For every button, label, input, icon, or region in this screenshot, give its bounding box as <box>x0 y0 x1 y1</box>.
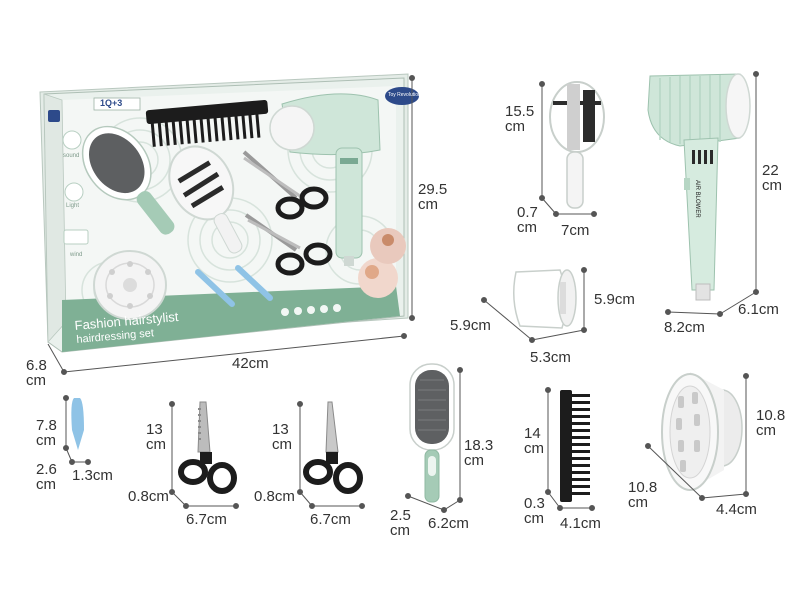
comb-height-label: 14 cm <box>524 425 544 457</box>
clip-dim-lines <box>63 395 91 465</box>
scissors1-dim-lines <box>169 401 239 509</box>
box-feature-wind: wind <box>70 252 83 258</box>
diffuser-dim-lines <box>645 373 749 501</box>
mirror-height-label: 15.5 cm <box>505 103 535 135</box>
comb-dim-lines <box>545 387 595 511</box>
clip-width-label: 2.6 cm <box>36 461 57 493</box>
nozzle-width-label: 5.9cm <box>450 317 491 334</box>
dryer-depth-label: 6.1cm <box>738 301 779 318</box>
brush-depth-label: 2.5 cm <box>390 507 411 539</box>
product-box <box>39 73 419 353</box>
clip-height-label: 7.8 cm <box>36 417 57 449</box>
box-feature-light: Light <box>66 203 80 209</box>
box-depth-label: 6.8 cm <box>26 357 47 389</box>
scissors2-height-label: 13 cm <box>272 421 292 453</box>
comb-width-label: 4.1cm <box>560 515 601 532</box>
scissors2-depth-label: 0.8cm <box>254 488 295 505</box>
box-scissors-1 <box>242 150 329 220</box>
box-width-label: 42cm <box>232 355 269 372</box>
mirror-width-label: 7cm <box>561 222 590 239</box>
box-clips <box>195 265 273 307</box>
box-brand-badge: Toy Revolution <box>388 92 421 98</box>
mirror-dim-lines <box>539 81 597 217</box>
scissors-2 <box>303 401 363 494</box>
nozzle-height-label: 5.9cm <box>594 291 635 308</box>
box-mirror <box>168 145 243 254</box>
box-dimension-lines <box>47 75 415 375</box>
brush-dim-lines <box>405 367 463 513</box>
box-diffuser <box>93 250 167 320</box>
dryer-print-text: AIR BLOWER <box>694 180 700 218</box>
hair-clip <box>71 398 84 450</box>
box-scissors-2 <box>244 213 333 276</box>
diffuser-height-label: 10.8 cm <box>756 407 786 439</box>
box-age-label: 1Q+3 <box>100 98 123 108</box>
mirror-depth-label: 0.7 cm <box>517 204 538 236</box>
brush-height-label: 18.3 cm <box>464 437 494 469</box>
diffuser-depth-label: 4.4cm <box>716 501 757 518</box>
box-brush <box>81 125 175 235</box>
box-feature-sound: sound <box>63 153 80 159</box>
scissors1-height-label: 13 cm <box>146 421 166 453</box>
scissors2-width-label: 6.7cm <box>310 511 351 528</box>
scissors1-width-label: 6.7cm <box>186 511 227 528</box>
comb <box>560 390 590 502</box>
diffuser-width-label: 10.8 cm <box>628 479 658 511</box>
dryer-height-label: 22 cm <box>762 162 782 194</box>
dryer-dim-lines <box>665 71 759 317</box>
box-dryer <box>269 93 381 266</box>
brush-width-label: 6.2cm <box>428 515 469 532</box>
clip-depth-label: 1.3cm <box>72 467 113 484</box>
dryer-nozzle <box>513 269 577 329</box>
diffuser <box>661 372 743 491</box>
nozzle-dim-lines <box>481 267 587 343</box>
hair-dryer <box>647 73 751 301</box>
mirror <box>549 81 605 209</box>
box-height-label: 29.5 cm <box>418 181 448 213</box>
scissors1-depth-label: 0.8cm <box>128 488 169 505</box>
scissors-1 <box>178 401 237 494</box>
comb-depth-label: 0.3 cm <box>524 495 545 527</box>
dryer-width-label: 8.2cm <box>664 319 705 336</box>
nozzle-depth-label: 5.3cm <box>530 349 571 366</box>
box-comb <box>145 99 269 147</box>
scissors2-dim-lines <box>297 401 365 509</box>
paddle-brush <box>409 363 455 503</box>
